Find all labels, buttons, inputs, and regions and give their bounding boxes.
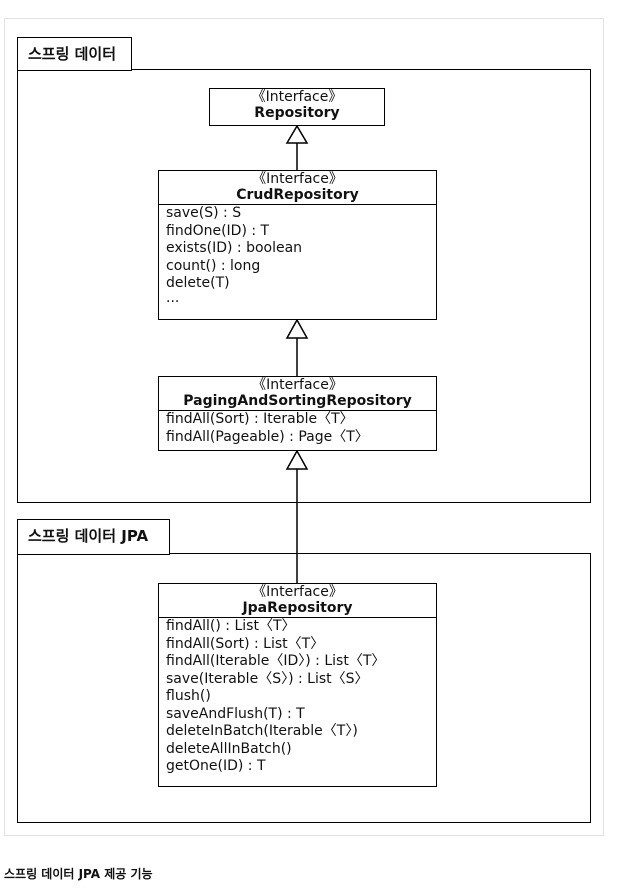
crud-op: count() : long <box>166 257 261 274</box>
jpa-operations: findAll() : List〈T〉 findAll(Sort) : List… <box>159 618 436 776</box>
crud-name: CrudRepository <box>236 187 359 203</box>
jpa-op: deleteInBatch(Iterable〈T〉) <box>166 723 358 739</box>
jpa-name: JpaRepository <box>242 600 353 616</box>
package-spring-data-tab: 스프링 데이터 <box>17 37 132 71</box>
repository-stereotype: 《Interface》 <box>251 89 343 105</box>
crud-stereotype: 《Interface》 <box>252 171 343 187</box>
paging-name: PagingAndSortingRepository <box>183 393 412 409</box>
paging-stereotype: 《Interface》 <box>252 377 343 393</box>
jpa-op: findAll() : List〈T〉 <box>166 618 296 634</box>
jpa-op: flush() <box>166 688 211 704</box>
crud-arrowhead <box>285 318 309 339</box>
jpa-op: getOne(ID) : T <box>166 758 266 774</box>
jpa-op: deleteAllInBatch() <box>166 740 292 757</box>
repository-arrowhead <box>285 124 309 144</box>
crud-repository-interface: 《Interface》 CrudRepository save(S) : S f… <box>158 170 437 320</box>
crud-op: save(S) : S <box>166 205 242 221</box>
package-spring-data-jpa-tab: 스프링 데이터 JPA <box>17 519 170 555</box>
crud-op: delete(T) <box>166 275 230 291</box>
repository-interface: 《Interface》 Repository <box>209 88 385 126</box>
paging-sorting-repository-interface: 《Interface》 PagingAndSortingRepository f… <box>158 376 437 451</box>
paging-op: findAll(Sort) : Iterable〈T〉 <box>166 411 354 427</box>
crud-operations: save(S) : S findOne(ID) : T exists(ID) :… <box>159 205 436 306</box>
crud-op: exists(ID) : boolean <box>166 240 303 256</box>
paging-op: findAll(Pageable) : Page〈T〉 <box>166 428 369 445</box>
jpa-op: saveAndFlush(T) : T <box>166 705 305 722</box>
crud-op: findOne(ID) : T <box>166 222 270 239</box>
jpa-op: findAll(Iterable〈ID〉) : List〈T〉 <box>166 653 386 669</box>
diagram-frame <box>4 18 604 836</box>
jpa-repository-interface: 《Interface》 JpaRepository findAll() : Li… <box>158 583 437 787</box>
figure-caption: 스프링 데이터 JPA 제공 기능 <box>4 867 153 881</box>
crud-op: ... <box>166 289 180 306</box>
jpa-op: findAll(Sort) : List〈T〉 <box>166 635 325 652</box>
paging-arrowhead <box>285 449 309 470</box>
jpa-op: save(Iterable〈S〉) : List〈S〉 <box>166 670 369 687</box>
repository-name: Repository <box>254 105 340 121</box>
jpa-stereotype: 《Interface》 <box>252 584 343 600</box>
paging-operations: findAll(Sort) : Iterable〈T〉 findAll(Page… <box>159 411 436 446</box>
